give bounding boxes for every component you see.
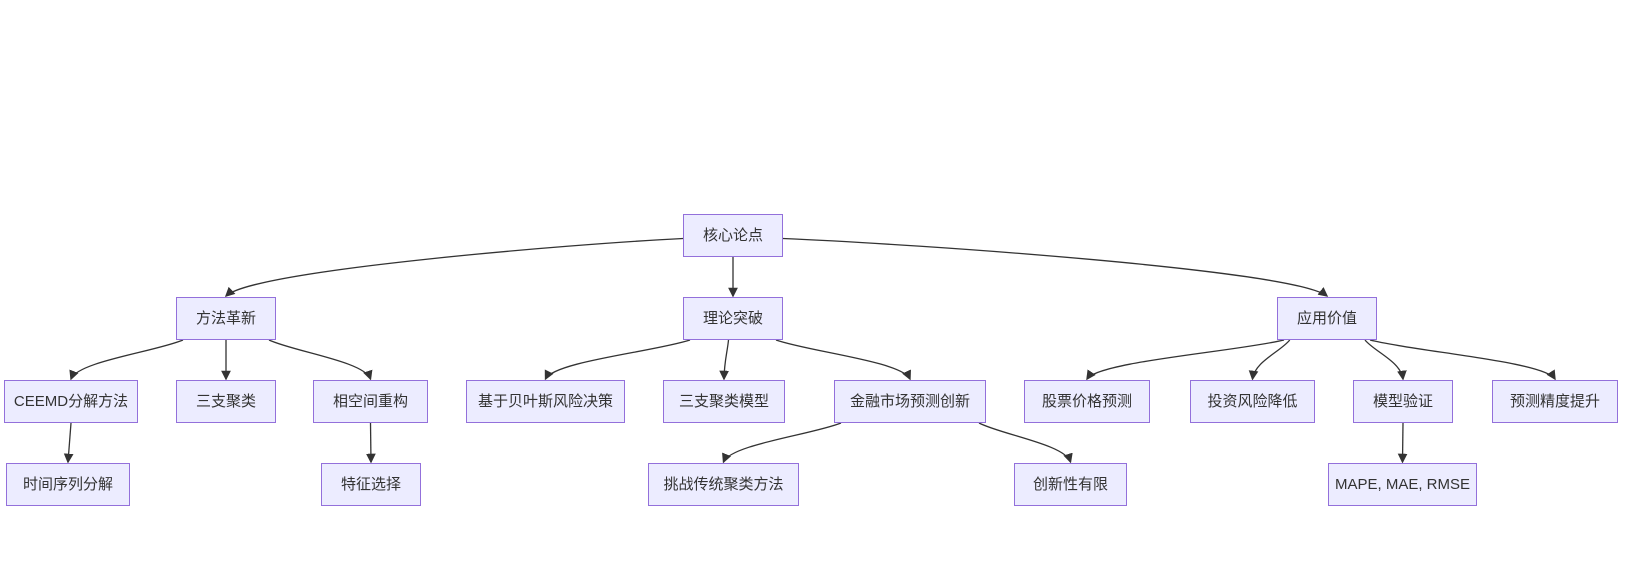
node-theory-breakthrough: 理论突破 — [683, 297, 783, 340]
edge-theory-to-finmkt — [775, 339, 911, 381]
node-application-value: 应用价值 — [1277, 297, 1377, 340]
edge-application-to-stock — [1086, 339, 1285, 381]
node-feature-selection: 特征选择 — [321, 463, 421, 506]
edge-validation-to-metrics — [1397, 422, 1408, 464]
node-phase-space-reconstruction: 相空间重构 — [313, 380, 428, 423]
node-evaluation-metrics: MAPE, MAE, RMSE — [1328, 463, 1477, 506]
edge-application-to-validation — [1364, 339, 1407, 381]
node-challenge-traditional-clustering: 挑战传统聚类方法 — [648, 463, 799, 506]
node-three-way-clustering-model: 三支聚类模型 — [663, 380, 785, 423]
node-investment-risk-reduction: 投资风险降低 — [1190, 380, 1315, 423]
node-method-innovation: 方法革新 — [176, 297, 276, 340]
edge-ceemd-to-timeseries — [63, 422, 74, 464]
node-limited-innovation: 创新性有限 — [1014, 463, 1127, 506]
edge-root-to-application — [782, 237, 1329, 297]
node-bayesian-risk-decision: 基于贝叶斯风险决策 — [466, 380, 625, 423]
edge-phase-to-feature — [366, 422, 376, 464]
edge-finmkt-to-limited — [978, 422, 1073, 464]
edge-application-to-precision — [1369, 339, 1556, 381]
edge-root-to-methods — [224, 237, 684, 297]
node-financial-market-prediction: 金融市场预测创新 — [834, 380, 986, 423]
node-core-thesis: 核心论点 — [683, 214, 783, 257]
edge-theory-to-bayes — [544, 339, 691, 381]
edge-finmkt-to-challenge — [722, 422, 842, 464]
node-time-series-decomposition: 时间序列分解 — [6, 463, 130, 506]
node-three-way-clustering: 三支聚类 — [176, 380, 276, 423]
node-ceemd-decomposition-method: CEEMD分解方法 — [4, 380, 138, 423]
node-model-validation: 模型验证 — [1353, 380, 1453, 423]
edge-application-to-invest — [1248, 339, 1291, 381]
edge-theory-to-twmodel — [719, 339, 730, 381]
node-prediction-accuracy-improvement: 预测精度提升 — [1492, 380, 1618, 423]
edge-methods-to-phase — [268, 339, 373, 381]
node-stock-price-prediction: 股票价格预测 — [1024, 380, 1150, 423]
edge-methods-to-ceemd — [69, 339, 184, 381]
